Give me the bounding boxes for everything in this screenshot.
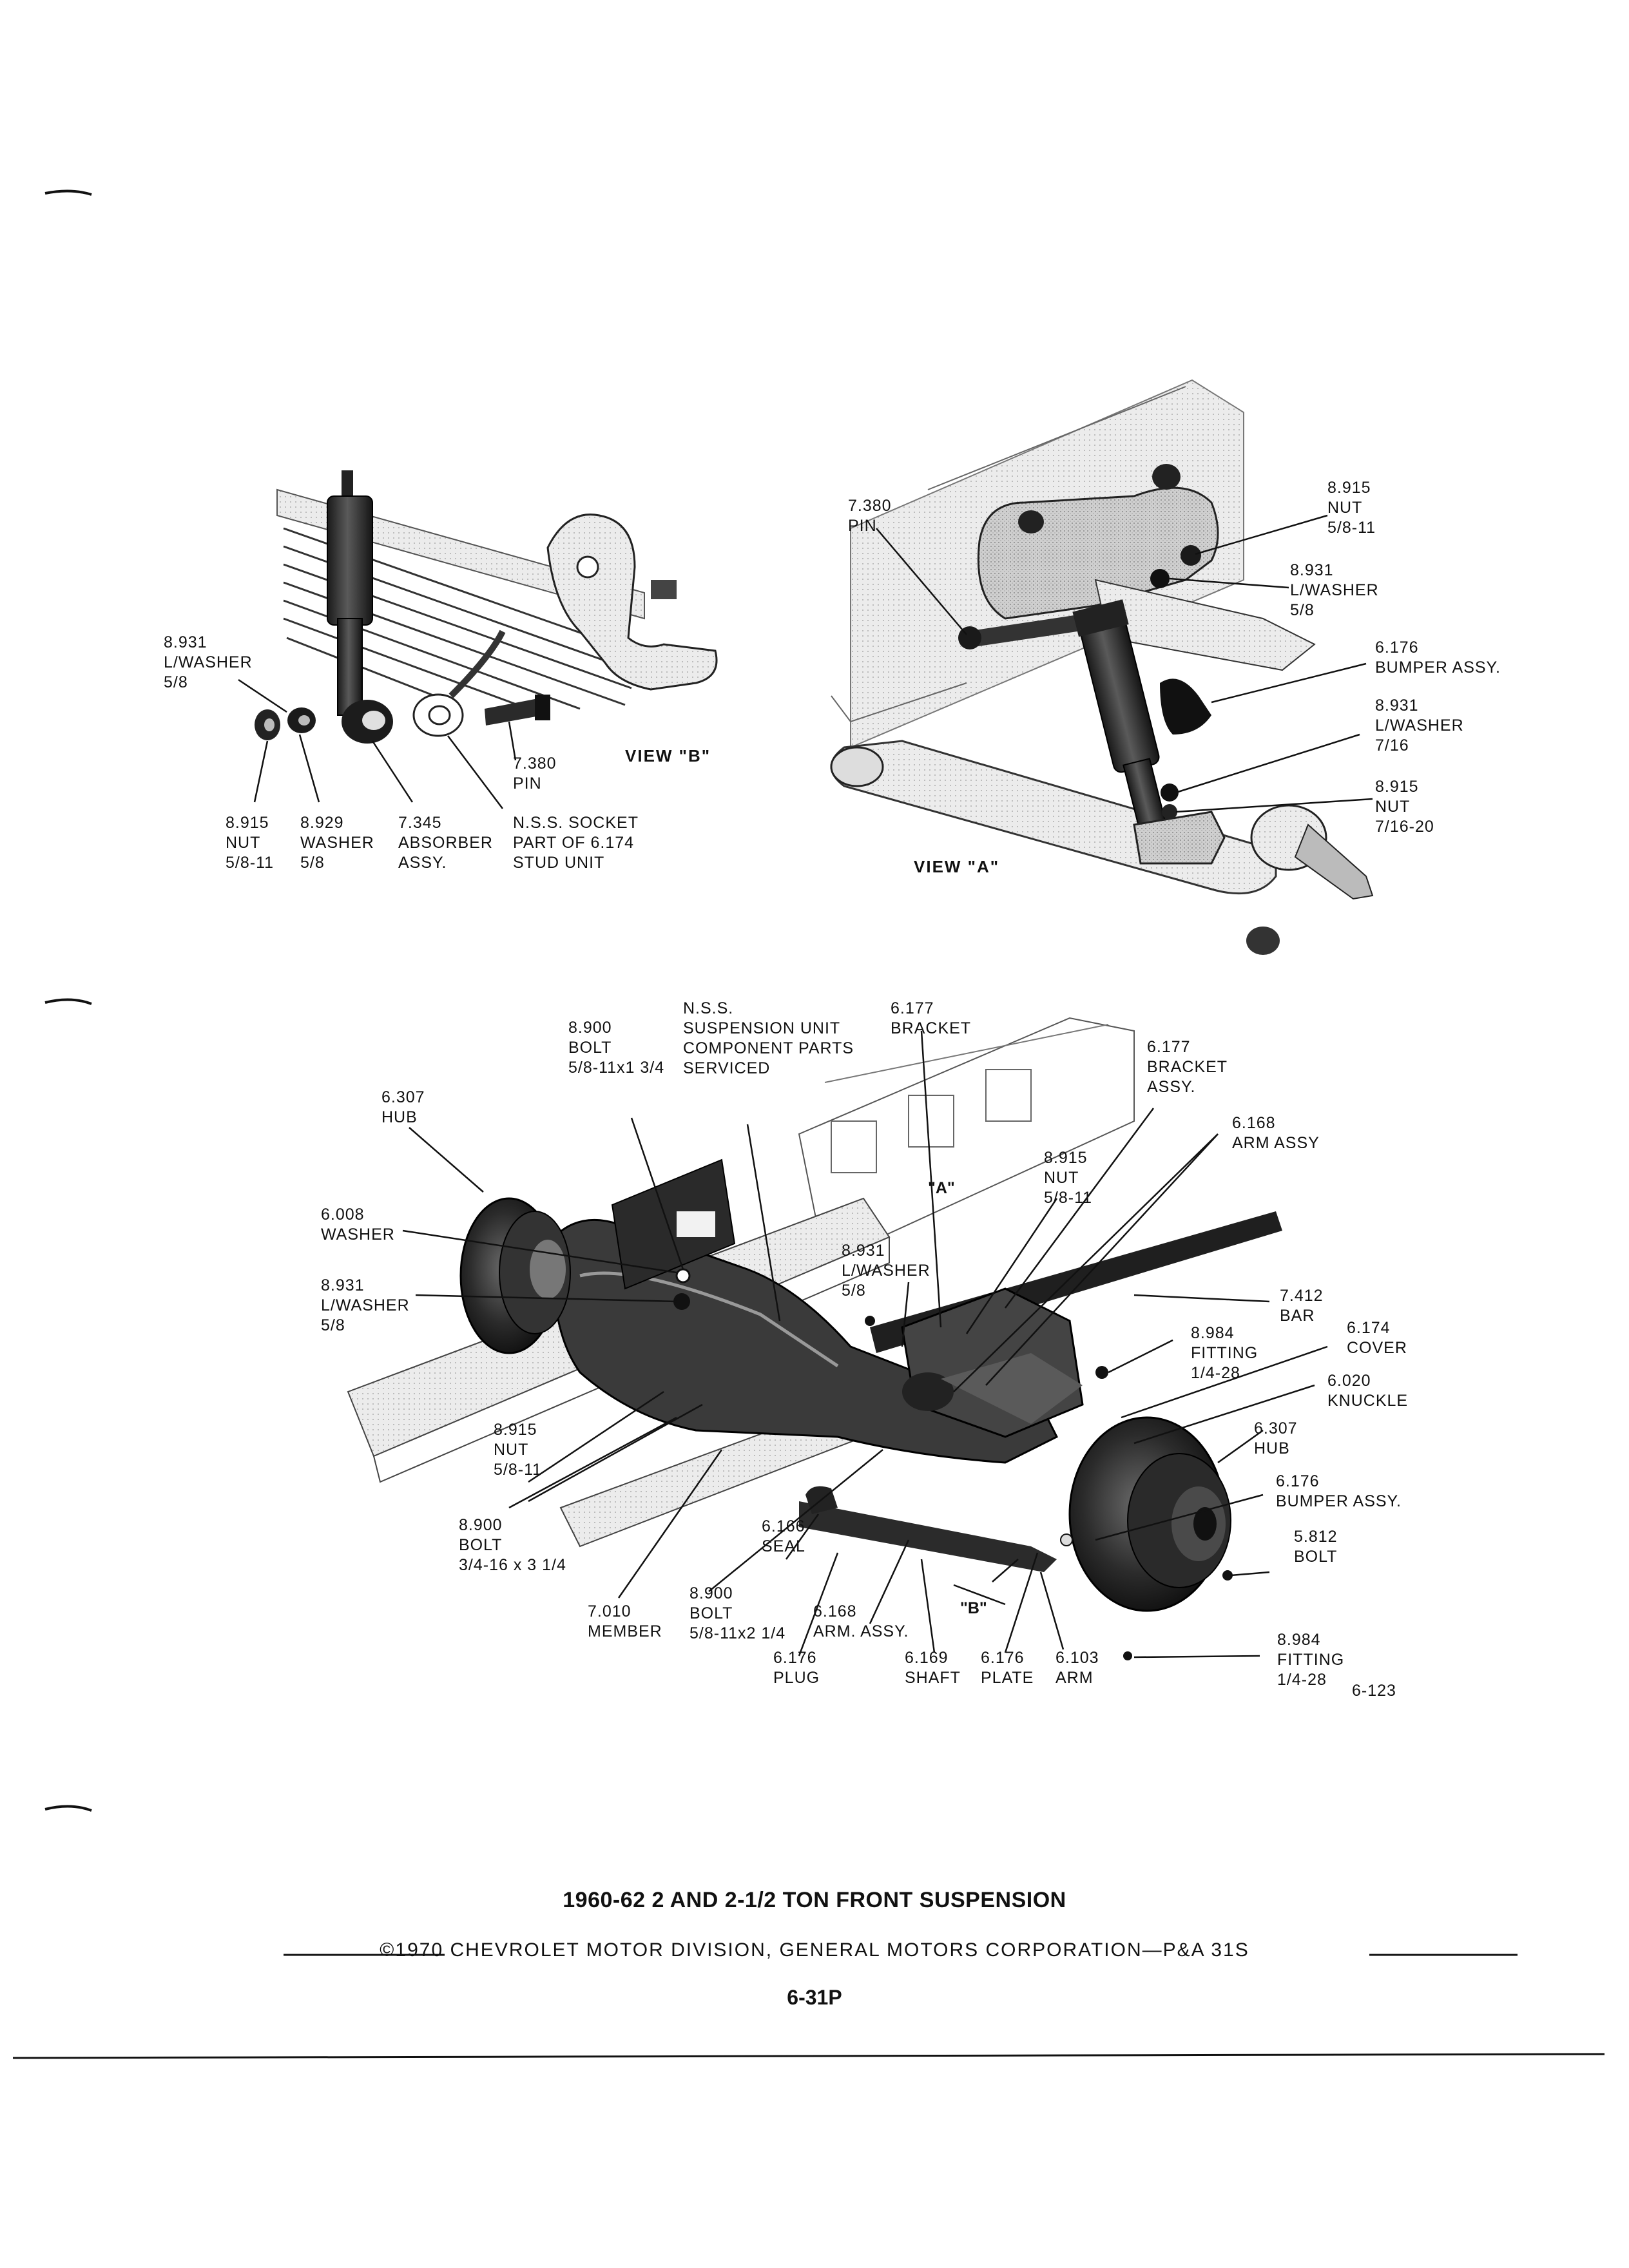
marker-b: "B" <box>960 1599 987 1617</box>
main-front-axle-illustration <box>347 1017 1328 1660</box>
view-a-label: VIEW "A" <box>914 857 1000 876</box>
marker-a: "A" <box>928 1179 955 1197</box>
page-number: 6-31P <box>787 1986 842 2009</box>
page-margin-marks <box>44 189 92 1812</box>
view-a-illustration <box>830 379 1374 955</box>
figure-number: 6-123 <box>1352 1682 1396 1700</box>
view-b-illustration <box>238 470 718 809</box>
copyright-line: ©1970 CHEVROLET MOTOR DIVISION, GENERAL … <box>380 1939 1249 1961</box>
view-b-label: VIEW "B" <box>625 746 711 765</box>
page-title: 1960-62 2 AND 2-1/2 TON FRONT SUSPENSION <box>563 1888 1066 1912</box>
footer-rules <box>12 1954 1605 2059</box>
